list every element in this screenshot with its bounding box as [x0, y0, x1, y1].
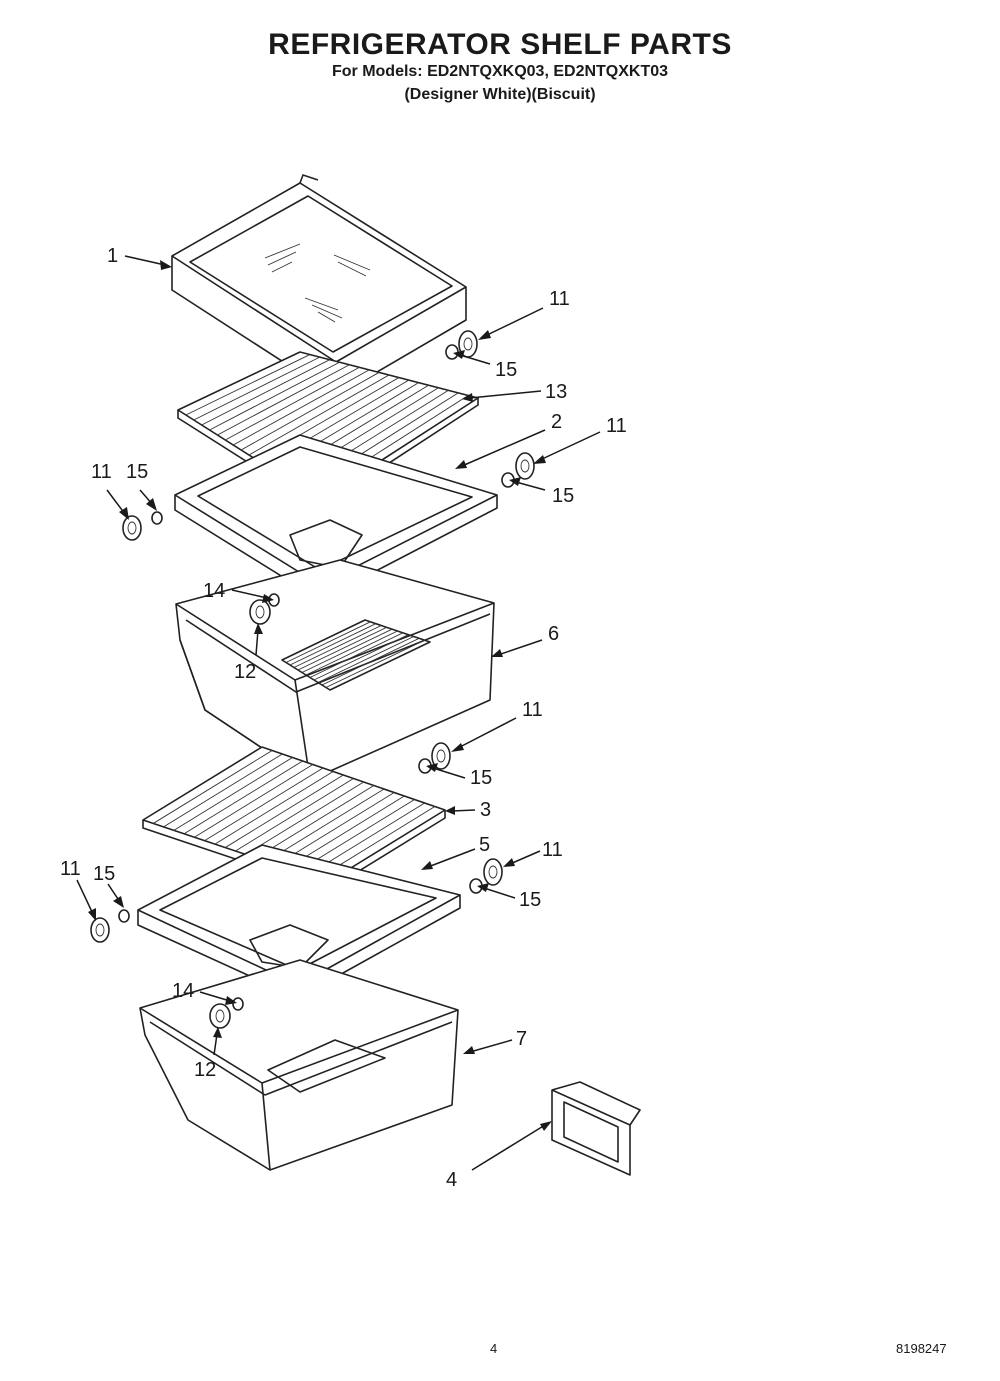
part-bracket-4 — [551, 1081, 641, 1176]
hatch-line — [266, 788, 385, 862]
screw-15-c — [151, 511, 163, 525]
part-crisper-cover-frame-5 — [137, 844, 461, 999]
hatch-line — [204, 767, 324, 842]
screw-15-f — [118, 909, 130, 923]
hatch-line — [301, 628, 393, 673]
page-title: REFRIGERATOR SHELF PARTS — [268, 28, 732, 61]
callout-11-f: 11 — [60, 858, 81, 880]
hardware-parts — [90, 330, 535, 1029]
screw-14-b — [232, 997, 244, 1011]
hatch-line — [317, 636, 414, 683]
knob-11-d — [431, 742, 451, 770]
hatch-line — [233, 369, 370, 446]
hatch-line — [194, 764, 314, 838]
hatch-line — [255, 785, 375, 859]
callout-14-b: 14 — [172, 980, 194, 1002]
callout-12-b: 12 — [194, 1059, 216, 1081]
knob-12-b — [209, 1003, 231, 1029]
callout-labels: 1 11 15 13 2 11 15 11 15 14 12 6 11 15 3… — [60, 245, 627, 1191]
callout-5: 5 — [479, 834, 490, 856]
knob-11-e — [483, 858, 503, 886]
hatch-line — [209, 361, 340, 431]
callout-14-a: 14 — [203, 580, 225, 602]
hatch-line — [217, 364, 350, 436]
hatch-line — [321, 637, 420, 686]
callout-11-d: 11 — [522, 699, 543, 721]
callout-15-c: 15 — [126, 461, 148, 483]
callout-4: 4 — [446, 1169, 457, 1191]
callout-13: 13 — [545, 381, 567, 403]
hatch-line — [153, 750, 273, 824]
hatch-line — [305, 630, 398, 676]
hatch-line — [245, 781, 364, 855]
callout-11-b: 11 — [606, 415, 627, 437]
color-variants: (Designer White)(Biscuit) — [404, 86, 596, 103]
hatch-line — [163, 753, 283, 828]
hatch-line — [289, 623, 377, 666]
hatch-line — [214, 771, 334, 845]
callout-2: 2 — [551, 411, 562, 433]
callout-7: 7 — [516, 1028, 527, 1050]
hatch-line — [185, 354, 311, 416]
screw-15-a — [445, 344, 459, 360]
hatch-line — [225, 366, 360, 441]
callout-12-a: 12 — [234, 661, 256, 683]
callout-6: 6 — [548, 623, 559, 645]
hatch-line — [240, 372, 380, 451]
callout-15-e: 15 — [519, 889, 541, 911]
callout-11-e: 11 — [542, 839, 563, 861]
knob-12-a — [249, 599, 271, 625]
callout-11-a: 11 — [549, 288, 570, 310]
callout-15-a: 15 — [495, 359, 517, 381]
callout-15-d: 15 — [470, 767, 492, 789]
callout-1: 1 — [107, 245, 118, 267]
knob-11-b — [515, 452, 535, 480]
hatch-line — [293, 625, 382, 668]
hatch-line — [235, 778, 354, 852]
hatch-line — [183, 760, 303, 835]
hatch-line — [297, 626, 387, 671]
hatch-line — [276, 792, 395, 866]
hatch-line — [193, 356, 320, 421]
hatch-line — [325, 639, 425, 688]
hatch-line — [313, 634, 409, 681]
page-number: 4 — [490, 1341, 498, 1356]
callout-15-f: 15 — [93, 863, 115, 885]
knob-11-c — [122, 515, 142, 541]
hatch-line — [285, 621, 371, 663]
hatch-line — [248, 374, 390, 456]
callout-3: 3 — [480, 799, 491, 821]
knob-11-f — [90, 917, 110, 943]
model-numbers: For Models: ED2NTQXKQ03, ED2NTQXKT03 — [331, 63, 669, 80]
callout-15-b: 15 — [552, 485, 574, 507]
callout-11-c: 11 — [91, 461, 112, 483]
leader-lines — [76, 255, 601, 1171]
hatch-line — [201, 359, 330, 426]
hatch-line — [309, 632, 404, 678]
hatch-line — [224, 774, 344, 848]
document-number: 8198247 — [896, 1341, 947, 1356]
hatch-line — [173, 757, 293, 831]
